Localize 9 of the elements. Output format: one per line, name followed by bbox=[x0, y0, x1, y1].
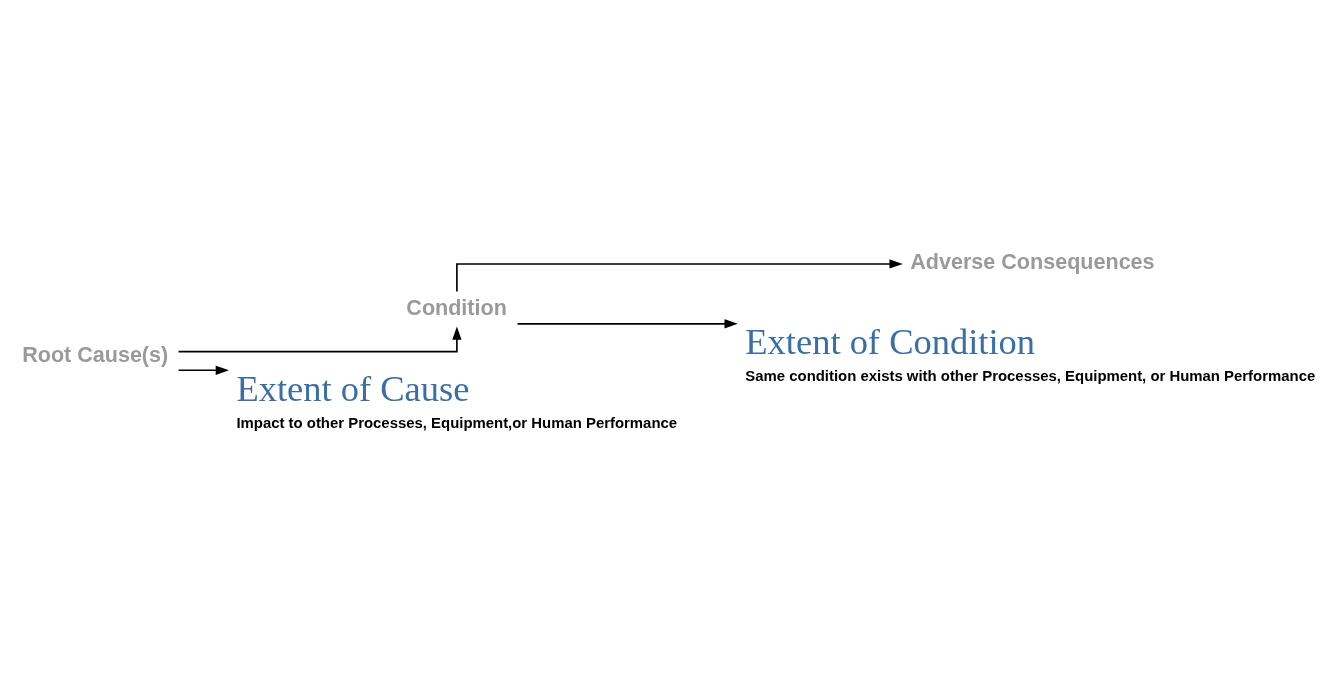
node-text: Extent of Cause Impact to other Processes, Equipment,or Human Performance bbox=[236, 368, 678, 431]
arrow bbox=[177, 365, 229, 375]
node-text: Root Cause(s) bbox=[22, 341, 169, 367]
arrow bbox=[456, 258, 903, 292]
arrow bbox=[516, 318, 738, 328]
node-text: Condition bbox=[406, 294, 507, 320]
node-text: Extent of Condition Same condition exists with other Processes, Equipment, or Human Performance bbox=[745, 321, 1316, 384]
node-text: Adverse Consequences bbox=[910, 248, 1155, 274]
arrow bbox=[177, 326, 462, 352]
